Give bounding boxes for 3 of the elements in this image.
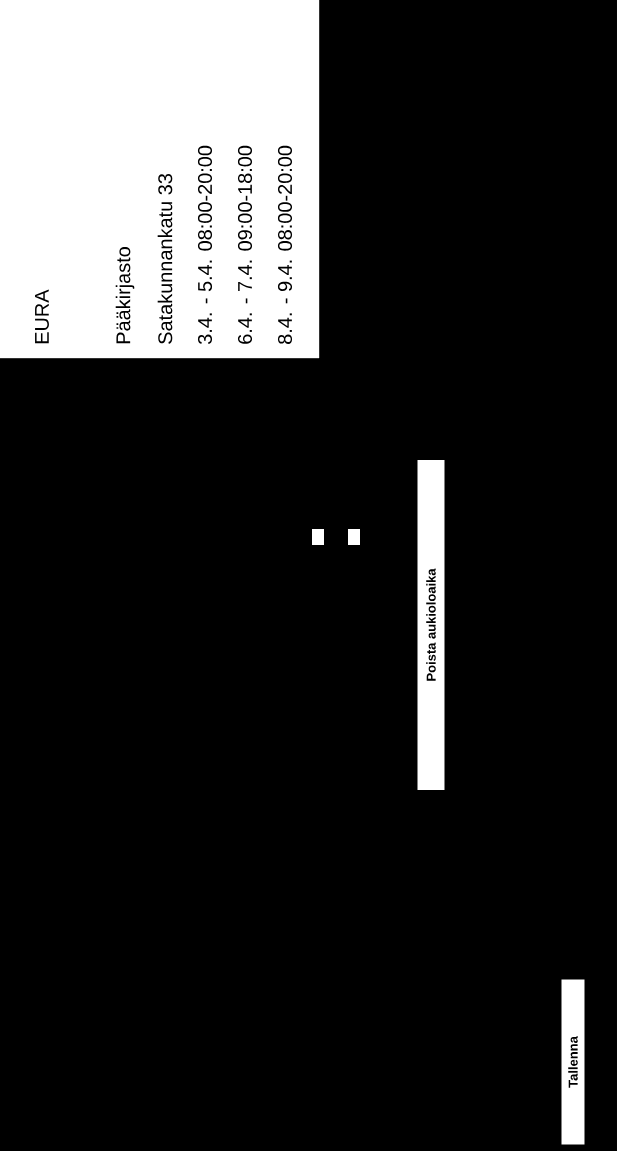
info-box: EURA Pääkirjasto Satakunnankatu 33 3.4. - 5.4. 08:00-20:00 6.4. - 7.4. 09:00-18:00 8.4. - 9.4. 08:00-20:00 <box>0 0 320 359</box>
button: Poista aukioloaika <box>417 460 445 790</box>
button: Tallenna <box>561 979 585 1145</box>
